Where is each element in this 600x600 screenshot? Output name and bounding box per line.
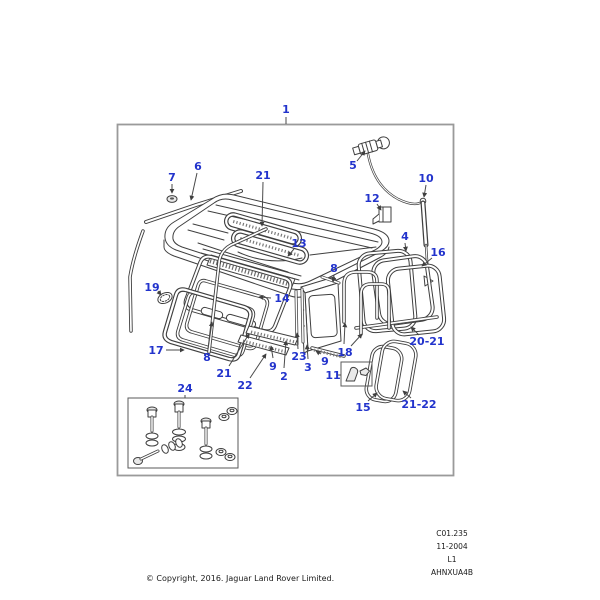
- callout-label-12[interactable]: 12: [364, 192, 379, 205]
- finisher-strip-2: [245, 325, 299, 346]
- callout-leader-16: [421, 257, 433, 267]
- callout-label-9[interactable]: 9: [269, 360, 277, 373]
- callout-label-22[interactable]: 22: [237, 379, 252, 392]
- doc-number: C01.235: [436, 529, 468, 538]
- callout-leader-18: [342, 322, 348, 345]
- washer-jet: [352, 136, 424, 206]
- title-block: C01.235 11-2004 L1 AHNXUA4B: [431, 529, 473, 577]
- callout-leader-8: [207, 321, 214, 350]
- callout-leader-5: [356, 150, 366, 162]
- pillar-strip-23-b: [300, 287, 305, 344]
- callout-label-1[interactable]: 1: [282, 103, 290, 116]
- nut-icon: [215, 448, 236, 461]
- callout-label-18[interactable]: 18: [337, 346, 352, 359]
- callout-label-24[interactable]: 24: [177, 382, 193, 395]
- drawing: [127, 136, 448, 469]
- roof-vent-cover: [225, 213, 302, 247]
- callout-label-2[interactable]: 2: [280, 370, 288, 383]
- callout-leader-4: [402, 242, 408, 252]
- diagram-frame: [116, 123, 455, 477]
- bolt-icon: [145, 406, 159, 447]
- callout-leader-23: [294, 332, 300, 350]
- callout-label-3[interactable]: 3: [304, 361, 312, 374]
- callout-label-21-22[interactable]: 21-22: [401, 398, 436, 411]
- clip-icon: [359, 367, 370, 376]
- quarter-seal-15: [362, 343, 406, 405]
- callout-leader-15: [367, 392, 378, 402]
- callout-leader-3: [304, 344, 310, 360]
- front-frame-8: [184, 278, 270, 351]
- sheet-id: L1: [448, 555, 457, 564]
- rear-lower-rail: [354, 315, 439, 330]
- callout-leader-12: [376, 203, 382, 211]
- callout-label-8[interactable]: 8: [203, 351, 211, 364]
- copyright-notice: © Copyright, 2016. Jaguar Land Rover Lim…: [146, 574, 334, 583]
- callout-leader-20-21: [410, 326, 420, 336]
- body-side-panel: [300, 276, 342, 354]
- sill-strip-9-right: [310, 346, 346, 359]
- callout-leader-21: [259, 181, 265, 227]
- callout-label-20-21[interactable]: 20-21: [409, 335, 444, 348]
- callout-leader-18: [350, 333, 363, 347]
- callout-leader-21: [228, 333, 250, 367]
- callout-label-10[interactable]: 10: [418, 172, 434, 185]
- callout-leader-9: [315, 350, 322, 356]
- clip-icon: [345, 366, 359, 382]
- screw-icon: [133, 438, 183, 465]
- callout-label-6[interactable]: 6: [194, 160, 202, 173]
- callout-leader-6: [189, 172, 198, 201]
- finisher-strip-9-left: [237, 334, 290, 356]
- doc-date: 11-2004: [436, 542, 468, 551]
- clip-box: [340, 361, 373, 387]
- bolt-icon: [199, 417, 213, 460]
- roof-vent-seal: [232, 230, 309, 264]
- callout-leader-19: [156, 290, 162, 296]
- callout-leader-10: [422, 184, 428, 198]
- callout-label-7[interactable]: 7: [168, 171, 176, 184]
- callout-label-19[interactable]: 19: [144, 281, 159, 294]
- callout-leader-8: [331, 274, 337, 283]
- callout-label-15[interactable]: 15: [355, 401, 370, 414]
- hardware-box: [127, 397, 239, 469]
- callout-leader-14: [258, 294, 272, 300]
- roof-grommet: [166, 195, 178, 203]
- mounting-bracket: [372, 206, 392, 225]
- callout-label-13[interactable]: 13: [291, 237, 306, 250]
- callout-label-9[interactable]: 9: [321, 355, 329, 368]
- callout-leader-9: [269, 345, 275, 359]
- callout-label-21[interactable]: 21: [255, 169, 270, 182]
- callout-leader-13: [287, 248, 295, 257]
- callout-label-5[interactable]: 5: [349, 159, 357, 172]
- callout-label-16[interactable]: 16: [430, 246, 446, 259]
- drawing-code: AHNXUA4B: [431, 568, 473, 577]
- windscreen-pillar-seal: [128, 229, 145, 333]
- callout-leader-2: [283, 340, 289, 369]
- callout-label-17[interactable]: 17: [148, 344, 163, 357]
- callout-label-21[interactable]: 21: [216, 367, 231, 380]
- callout-label-4[interactable]: 4: [401, 230, 409, 243]
- callout-leader-22: [249, 353, 267, 379]
- callout-label-11[interactable]: 11: [325, 369, 340, 382]
- callout-label-8[interactable]: 8: [330, 262, 338, 275]
- callout-leader-21-22: [402, 390, 412, 399]
- nut-icon: [218, 407, 238, 421]
- callout-label-14[interactable]: 14: [274, 292, 290, 305]
- callout-label-23[interactable]: 23: [291, 350, 306, 363]
